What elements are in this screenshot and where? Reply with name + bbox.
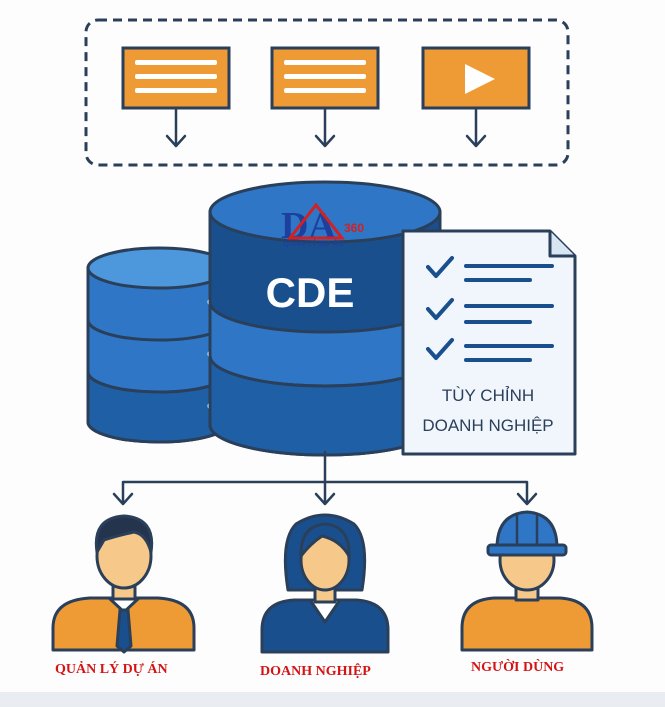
businesswoman-icon <box>260 513 390 654</box>
role-label-project-manager: QUẢN LÝ DỰ ÁN <box>55 662 168 677</box>
engineer-icon <box>460 510 594 652</box>
role-label-enterprise: DOANH NGHIỆP <box>260 664 371 679</box>
input-group-frame <box>84 18 570 167</box>
logo-number: 360 <box>344 221 364 235</box>
distribution-arrows <box>112 450 538 506</box>
checklist-icon <box>401 229 577 456</box>
manager-icon <box>51 514 196 654</box>
video-icon <box>421 46 531 110</box>
role-label-user: NGƯỜI DÙNG <box>471 660 565 675</box>
document-icon <box>270 46 380 110</box>
logo-tagline: QUẢN LÝ DỰ ÁN <box>283 239 343 248</box>
cde-database <box>208 180 442 457</box>
document-icon <box>121 46 231 110</box>
footer-band <box>0 692 665 707</box>
logo: DA 360 QUẢN LÝ DỰ ÁN <box>281 202 364 248</box>
logo-roof-mark <box>286 202 346 240</box>
checklist-line1: TÙY CHỈNH <box>442 386 534 405</box>
checklist-line2: DOANH NGHIỆP <box>422 416 553 435</box>
input-arrows <box>165 108 487 148</box>
cde-label: CDE <box>266 269 355 316</box>
